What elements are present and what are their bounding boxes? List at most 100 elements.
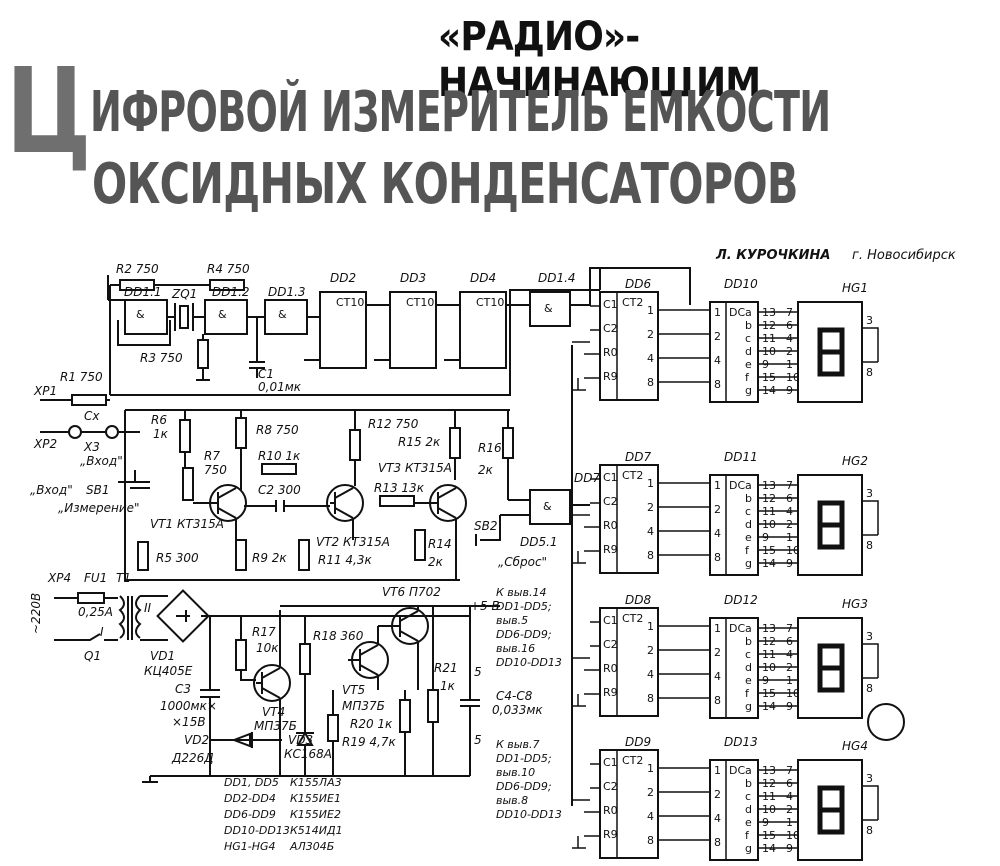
cx-label: Cx bbox=[84, 409, 100, 423]
counter-output-label: 4 bbox=[647, 810, 654, 823]
note-1: К выв.14 bbox=[496, 586, 546, 599]
counter-ct2: CT2 bbox=[622, 754, 643, 767]
counter-output-label: 1 bbox=[647, 304, 654, 317]
r5-label: R5 300 bbox=[156, 551, 199, 565]
title-line-2: ОКСИДНЫХ КОНДЕНСАТОРОВ bbox=[92, 152, 798, 217]
r7-value: 750 bbox=[204, 463, 227, 477]
svg-text:8: 8 bbox=[866, 824, 873, 837]
xp2-label: XP2 bbox=[33, 437, 57, 451]
digit-eight-glyph bbox=[817, 785, 845, 835]
note-3: выв.5 bbox=[496, 614, 528, 627]
decoder-input-label: 8 bbox=[714, 836, 721, 849]
decoder-seg-letter: c bbox=[745, 790, 751, 803]
part-ref-3: DD6-DD9 bbox=[224, 808, 276, 821]
vt1-label: VT1 КТ315А bbox=[150, 517, 224, 531]
author-city: г. Новосибирск bbox=[852, 248, 956, 263]
counter-box bbox=[599, 464, 659, 574]
r10-label: R10 1к bbox=[258, 449, 301, 463]
decoder-input-label: 8 bbox=[714, 378, 721, 391]
decoder-seg-letter: c bbox=[745, 332, 751, 345]
part-type-4: К514ИД1 bbox=[290, 824, 343, 837]
decoder-seg-letter: g bbox=[745, 384, 752, 397]
decoder-seg-letter: d bbox=[745, 518, 752, 531]
plus5-label: +5 В bbox=[470, 599, 500, 613]
counter-output-label: 4 bbox=[647, 352, 654, 365]
counter-ct2: CT2 bbox=[622, 469, 643, 482]
counter-input-label: C2 bbox=[603, 322, 618, 335]
part-type-5: АЛ304Б bbox=[289, 840, 334, 853]
counter-output-label: 2 bbox=[647, 328, 654, 341]
decoder-seg-letter: g bbox=[745, 700, 752, 713]
r19-label: R19 4,7к bbox=[342, 735, 397, 749]
decoder-seg-letter: b bbox=[745, 319, 752, 332]
part-ref-2: DD2-DD4 bbox=[224, 792, 276, 805]
dd1-3-label: DD1.3 bbox=[268, 285, 306, 299]
decoder-seg-letter: a bbox=[745, 479, 752, 492]
r18-label: R18 360 bbox=[313, 629, 364, 643]
svg-text:3: 3 bbox=[866, 314, 873, 327]
vt2-label: VT2 КТ315А bbox=[316, 535, 390, 549]
r3-label: R3 750 bbox=[140, 351, 183, 365]
decoder-seg-letter: b bbox=[745, 777, 752, 790]
r11-label: R11 4,3к bbox=[318, 553, 373, 567]
decoder-seg-letter: a bbox=[745, 764, 752, 777]
counter-output-label: 4 bbox=[647, 668, 654, 681]
note-5: выв.16 bbox=[496, 642, 535, 655]
dd1-1-label: DD1.1 bbox=[124, 285, 162, 299]
r7-label: R7 bbox=[204, 449, 220, 463]
c3-label: C3 bbox=[175, 682, 191, 696]
dd3-ct10: CT10 bbox=[406, 296, 434, 309]
decoder-dc: DC bbox=[729, 479, 745, 492]
r2-label: R2 750 bbox=[116, 262, 159, 276]
measurement-section: XP1 XP2 Cx X3 „Вход" „Вход" SB1 „Измерен… bbox=[30, 384, 600, 581]
counter-input-label: R9 bbox=[603, 543, 618, 556]
svg-text:8: 8 bbox=[866, 539, 873, 552]
decoder-seg-letter: f bbox=[745, 371, 750, 384]
sb1-izm-label: „Измерение" bbox=[58, 501, 140, 515]
dd2-label: DD2 bbox=[330, 271, 356, 285]
dd3-label: DD3 bbox=[400, 271, 426, 285]
counter-input-label: C1 bbox=[603, 471, 618, 484]
counter-output-label: 8 bbox=[647, 549, 654, 562]
svg-text:&: & bbox=[544, 302, 553, 315]
dd4-label: DD4 bbox=[470, 271, 496, 285]
vd3-type: КС168А bbox=[284, 747, 332, 761]
part-ref-4: DD10-DD13 bbox=[224, 824, 290, 837]
c1-label: C1 bbox=[258, 367, 274, 381]
counter-input-label: R0 bbox=[603, 804, 618, 817]
title-initial-letter: Ц bbox=[6, 42, 92, 180]
counter-input-label: R0 bbox=[603, 346, 618, 359]
decoder-box bbox=[709, 474, 759, 576]
decoder-input-label: 8 bbox=[714, 694, 721, 707]
decoder-seg-letter: b bbox=[745, 635, 752, 648]
counter-output-label: 8 bbox=[647, 692, 654, 705]
sb2-sbros-label: „Сброс" bbox=[498, 555, 547, 569]
svg-text:3: 3 bbox=[866, 772, 873, 785]
decoder-seg-letter: d bbox=[745, 803, 752, 816]
dd7-side-label: DD7 bbox=[574, 471, 600, 485]
decoder-label: DD13 bbox=[724, 735, 758, 749]
r12-label: R12 750 bbox=[368, 417, 419, 431]
counter-label: DD9 bbox=[625, 735, 651, 749]
c3-voltage: ×15В bbox=[172, 715, 206, 729]
wind-2-label: II bbox=[144, 601, 152, 615]
counter-output-label: 2 bbox=[647, 786, 654, 799]
svg-text:8: 8 bbox=[866, 366, 873, 379]
indicator-label: HG2 bbox=[842, 454, 868, 468]
counter-output-label: 4 bbox=[647, 525, 654, 538]
power-supply-section: XP4 FU1 T1 0,25А ~220В Q1 I II VD1 КЦ405… bbox=[29, 571, 543, 783]
decoder-seg-letter: e bbox=[745, 816, 752, 829]
note-12: DD10-DD13 bbox=[496, 808, 562, 821]
counter-output-label: 8 bbox=[647, 376, 654, 389]
vd2-type: Д226Д bbox=[171, 751, 214, 765]
part-type-3: К155ИЕ2 bbox=[290, 808, 341, 821]
t1-label: T1 bbox=[116, 571, 131, 585]
note-2: DD1-DD5; bbox=[496, 600, 552, 613]
vd3-label: VD3 bbox=[288, 733, 313, 747]
oscillator-section: R2 750 R4 750 DD1.1 & ZQ1 DD1.2 & R3 750… bbox=[60, 262, 691, 406]
vd1-type: КЦ405Е bbox=[144, 664, 193, 678]
svg-text:3: 3 bbox=[866, 487, 873, 500]
parts-list: DD1, DD5 К155ЛА3 DD2-DD4 К155ИЕ1 DD6-DD9… bbox=[224, 776, 343, 853]
digit-eight-glyph bbox=[817, 327, 845, 377]
